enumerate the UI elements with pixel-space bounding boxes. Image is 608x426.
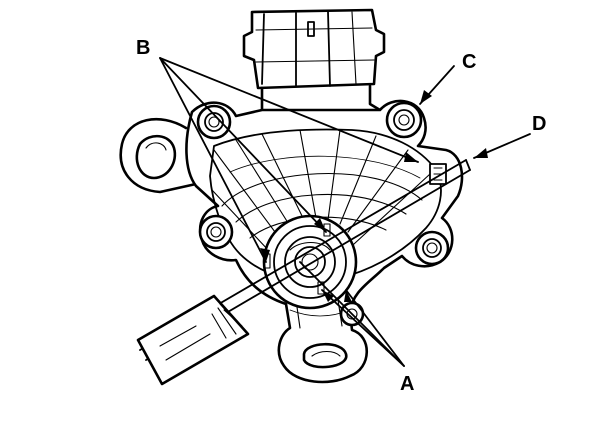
connector-housing xyxy=(242,8,386,120)
bolt-boss-right xyxy=(414,230,450,266)
bottom-slot xyxy=(302,342,348,369)
alignment-tool xyxy=(136,159,471,386)
left-mounting-ear xyxy=(119,117,198,194)
central-rotor xyxy=(262,214,358,310)
bolt-boss-left xyxy=(198,214,234,250)
bolt-boss-top-left xyxy=(196,104,232,140)
callout-a-label: A xyxy=(400,373,414,395)
callout-b-label: B xyxy=(136,37,150,59)
callout-labels: B C D A xyxy=(136,37,546,395)
leader-lines xyxy=(159,57,531,367)
callout-d-label: D xyxy=(532,113,546,135)
bolt-boss-top-right xyxy=(385,101,423,139)
callout-c-label: C xyxy=(462,51,476,73)
